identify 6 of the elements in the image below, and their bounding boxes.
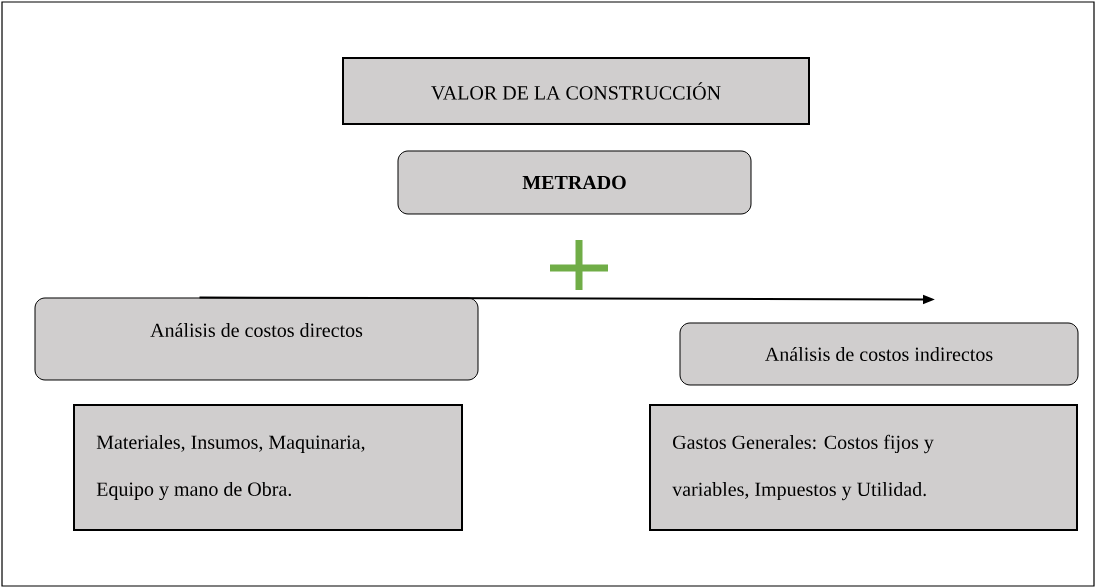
rounded-box: Análisis de costos indirectos: [679, 322, 1079, 386]
rounded-box: Análisis de costos directos: [34, 297, 479, 381]
text-box: Gastos Generales: Costos fijos y variables, Impuestos y Utilidad.: [649, 404, 1078, 531]
text-box: Materiales, Insumos, Maquinaria, Equipo y mano de Obra.: [73, 404, 463, 531]
text-box: VALOR DE LA CONSTRUCCIÓN: [342, 57, 810, 125]
rounded-box: METRADO: [397, 150, 752, 215]
